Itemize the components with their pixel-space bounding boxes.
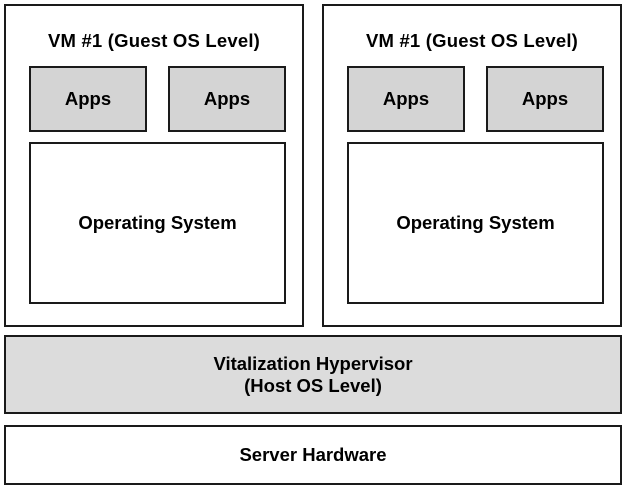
vm-title: VM #1 (Guest OS Level) <box>365 30 579 51</box>
hardware-label: Server Hardware <box>239 444 387 465</box>
apps-box: Apps <box>486 66 604 132</box>
hypervisor-sublabel: (Host OS Level) <box>244 374 382 396</box>
operating-system-box: Operating System <box>29 142 286 304</box>
apps-box: Apps <box>29 66 147 132</box>
hypervisor-label: Vitalization Hypervisor <box>213 352 413 374</box>
hypervisor-layer: Vitalization Hypervisor (Host OS Level) <box>4 335 622 414</box>
virtual-machine-box: VM #1 (Guest OS Level) Apps Apps Operati… <box>4 4 304 327</box>
vm-title: VM #1 (Guest OS Level) <box>47 30 261 51</box>
operating-system-box: Operating System <box>347 142 604 304</box>
virtual-machine-box: VM #1 (Guest OS Level) Apps Apps Operati… <box>322 4 622 327</box>
server-hardware-layer: Server Hardware <box>4 425 622 485</box>
apps-box: Apps <box>168 66 286 132</box>
apps-box: Apps <box>347 66 465 132</box>
